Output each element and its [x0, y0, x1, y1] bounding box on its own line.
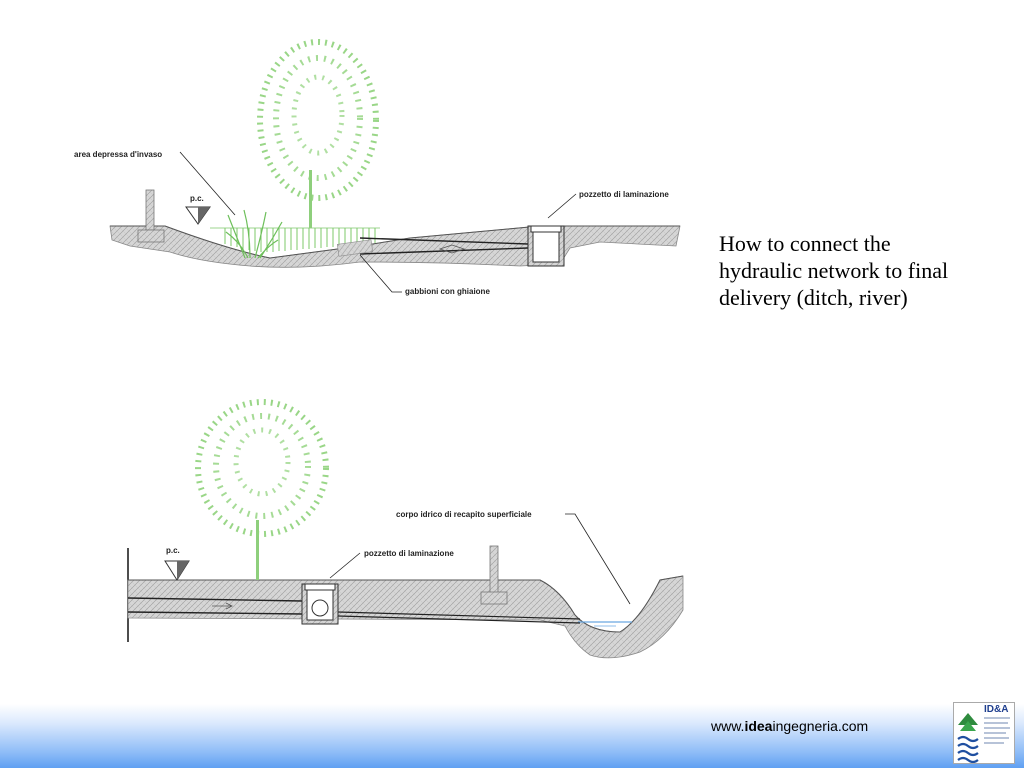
top-pozzetto: [527, 225, 565, 267]
top-shrub: [225, 209, 283, 259]
top-gabions: [336, 239, 374, 257]
label-gabbioni: gabbioni con ghiaione: [405, 287, 490, 296]
top-pipe: [359, 237, 529, 255]
bottom-tree: [195, 399, 329, 580]
bottom-fence-post: [489, 545, 499, 595]
bottom-diagram: p.c. pozzetto di laminazione corpo idric…: [127, 399, 684, 659]
top-fence-post: [145, 189, 155, 231]
label-top-pozzetto: pozzetto di laminazione: [579, 190, 669, 199]
top-tree: [257, 39, 379, 228]
url-suffix: ingegneria.com: [772, 718, 869, 734]
bottom-pozzetto: [301, 583, 339, 625]
url-bold: idea: [744, 718, 773, 734]
top-ground-section: [109, 225, 681, 268]
label-bottom-pc: p.c.: [166, 546, 180, 555]
logo-icon: [957, 713, 1010, 764]
bottom-pipe-inlet: [127, 597, 303, 615]
url-prefix: www.: [711, 718, 745, 734]
footer-bar: [0, 704, 1024, 768]
bottom-ground-section: [127, 575, 684, 659]
label-top-pc: p.c.: [190, 194, 204, 203]
bottom-pipe-outlet: [337, 611, 581, 624]
label-area-depressa: area depressa d'invaso: [74, 150, 162, 159]
top-diagram: area depressa d'invaso p.c. pozzetto di …: [74, 39, 681, 296]
slide-caption: How to connect the hydraulic network to …: [719, 231, 949, 310]
label-bottom-pozzetto: pozzetto di laminazione: [364, 549, 454, 558]
label-corpo-idrico: corpo idrico di recapito superficiale: [396, 510, 532, 519]
ida-logo: ID&A: [953, 702, 1015, 764]
website-link[interactable]: www.ideaingegneria.com: [711, 718, 868, 734]
logo-title: ID&A: [984, 704, 1009, 715]
